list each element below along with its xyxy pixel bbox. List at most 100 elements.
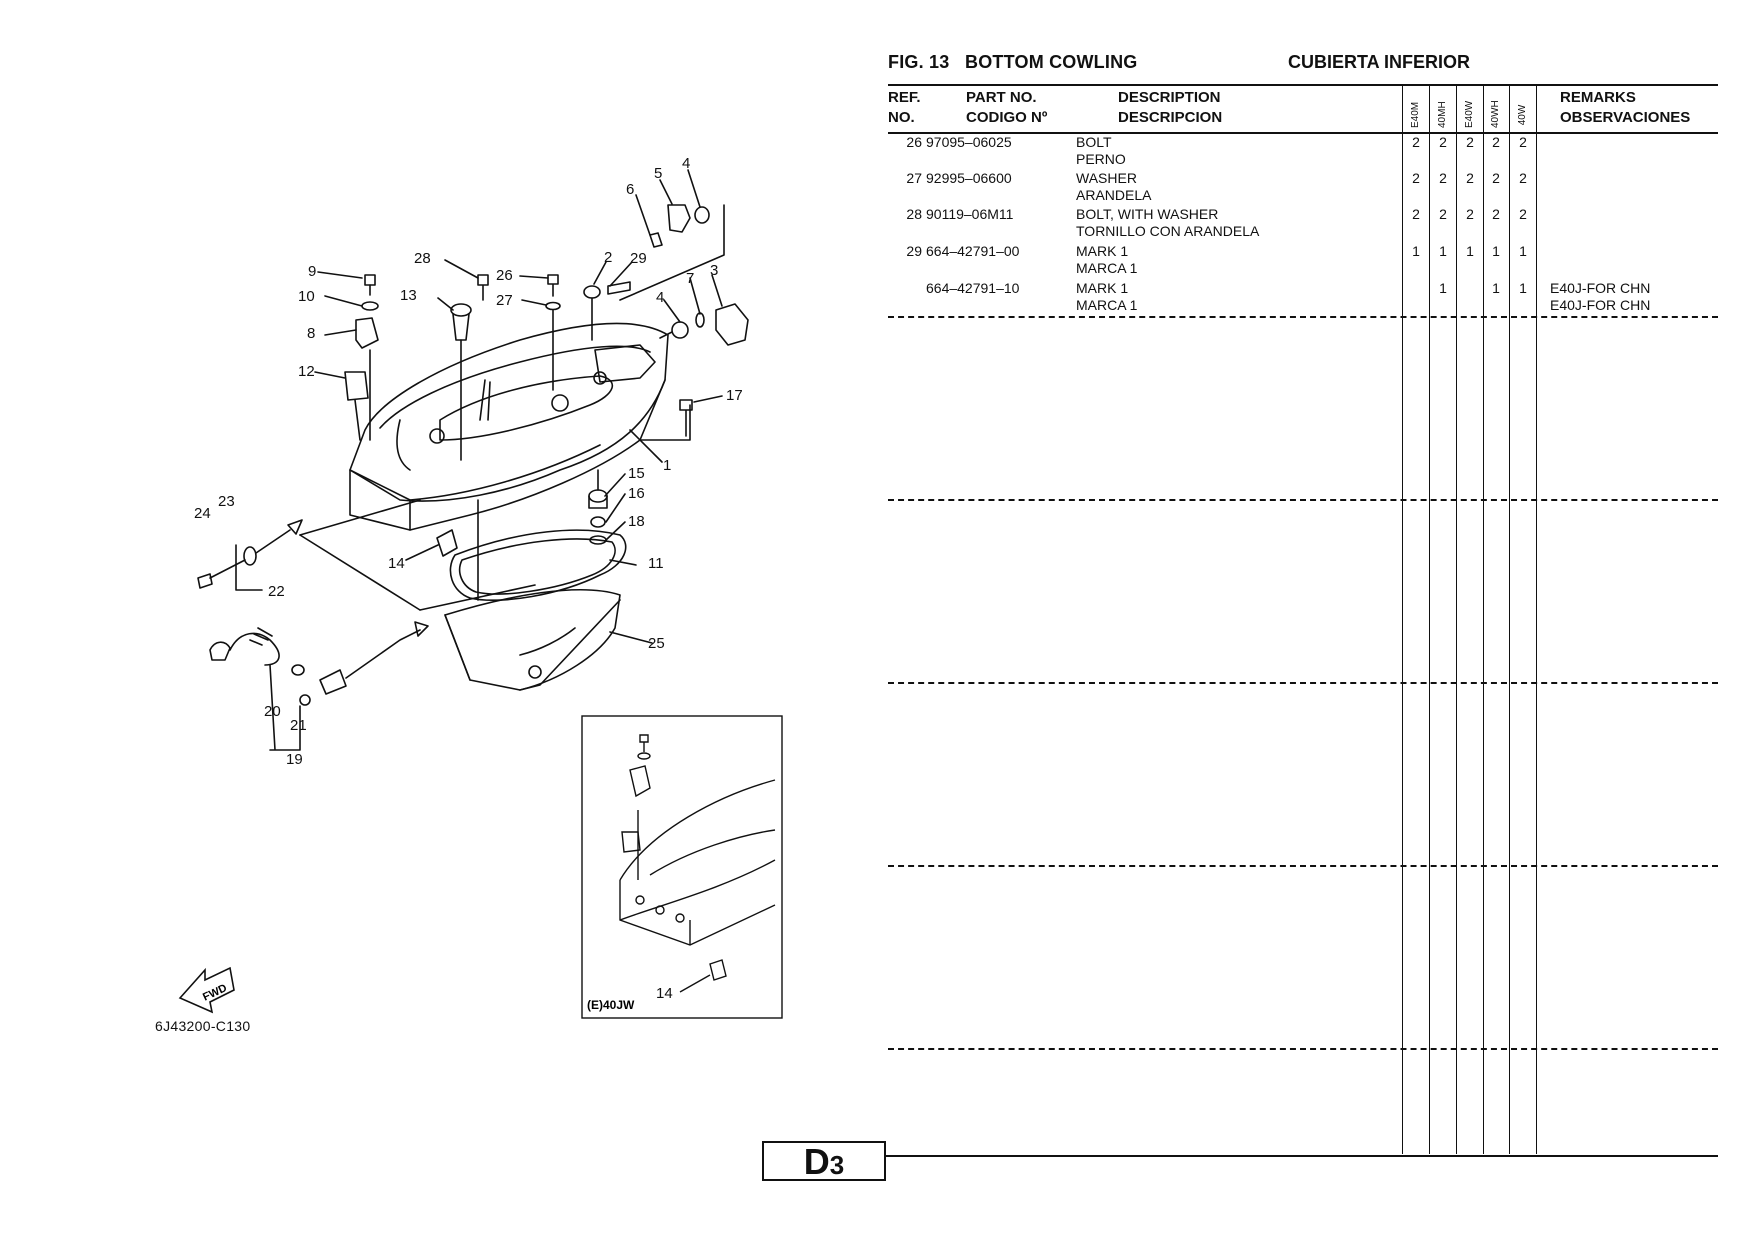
callout-19: 19 [286,751,303,768]
figure-header: FIG. 13 BOTTOM COWLING CUBIERTA INFERIOR [888,52,1718,82]
part-12-block [344,371,369,401]
callout-4-mid: 4 [656,289,664,306]
callout-22: 22 [268,583,285,600]
callout-29: 29 [630,250,647,267]
row-qty: 2 [1412,134,1420,150]
header-remarks-es: OBSERVACIONES [1560,109,1691,126]
row-ref: 29 [906,243,922,259]
header-remarks: REMARKS OBSERVACIONES [1560,88,1690,128]
callout-3: 3 [710,262,718,279]
col-rule-1 [1402,84,1403,1154]
header-model-5: 40W [1517,104,1528,126]
figure-number: FIG. 13 [888,52,950,72]
row-qty: 2 [1519,206,1527,222]
row-ref: 26 [906,134,922,150]
row-qty: 1 [1466,243,1474,259]
callout-21: 21 [290,717,307,734]
header-part-no-en: PART NO. [966,89,1037,106]
row-qty: 2 [1439,206,1447,222]
callout-23: 23 [218,493,235,510]
col-rule-2 [1429,84,1430,1154]
col-rule-3 [1456,84,1457,1154]
grommet-13 [450,303,472,461]
row-qty: 1 [1439,243,1447,259]
footer-rule [886,1155,1718,1157]
page-number: 3 [829,1150,845,1180]
row-qty: 2 [1412,206,1420,222]
row-ref: 28 [906,206,922,222]
header-remarks-en: REMARKS [1560,89,1636,106]
row-qty: 2 [1519,170,1527,186]
tray-25 [444,588,621,691]
callout-26: 26 [496,267,513,284]
inset-diagram: (E)40JW 14 [581,715,783,1019]
callout-6: 6 [626,181,634,198]
dashed-separator [888,1048,1718,1050]
dashed-separator [888,499,1718,501]
row-qty: 1 [1439,280,1447,296]
col-rule-6 [1536,84,1537,1154]
page-letter: D [803,1141,830,1182]
bolt-stack-left [355,274,379,441]
header-model-4: 40WH [1490,100,1501,128]
callout-27: 27 [496,292,513,309]
row-part-no: 664–42791–00 [926,243,1020,259]
callout-5: 5 [654,165,662,182]
row-part-no: 97095–06025 [926,134,1012,150]
row-qty: 2 [1439,170,1447,186]
callout-8: 8 [307,325,315,342]
dashed-separator [888,682,1718,684]
callout-12: 12 [298,363,315,380]
dashed-separator [888,865,1718,867]
callout-20: 20 [264,703,281,720]
col-rule-5 [1509,84,1510,1154]
col-rule-4 [1483,84,1484,1154]
row-qty: 1 [1519,280,1527,296]
callout-28: 28 [414,250,431,267]
row-qty: 2 [1492,134,1500,150]
row-qty: 2 [1439,134,1447,150]
table-top-rule [888,84,1718,86]
callout-25: 25 [648,635,665,652]
callout-11: 11 [648,555,664,572]
bottom-cowling-part [349,322,669,531]
row-qty: 2 [1412,170,1420,186]
header-part-no: PART NO. CODIGO Nº [966,88,1047,128]
kill-switch-assembly [209,621,429,751]
header-description-en: DESCRIPTION [1118,89,1221,106]
header-description: DESCRIPTION DESCRIPCION [1118,88,1222,128]
callout-14: 14 [388,555,405,572]
callout-10: 10 [298,288,315,305]
figure-title-es: CUBIERTA INFERIOR [1288,52,1470,72]
row-part-no: 90119–06M11 [926,206,1014,222]
row-qty: 1 [1519,243,1527,259]
row-qty: 2 [1492,170,1500,186]
callout-16: 16 [628,485,645,502]
header-ref-en: REF. [888,89,921,106]
row-qty: 2 [1519,134,1527,150]
callout-4-top: 4 [682,155,690,172]
row-part-no: 664–42791–10 [926,280,1020,296]
header-part-no-es: CODIGO Nº [966,109,1048,126]
callout-1: 1 [663,457,671,474]
row-qty: 2 [1466,134,1474,150]
callout-2: 2 [604,249,612,266]
table-header-rule [888,132,1718,134]
inset-label: (E)40JW [587,998,635,1012]
header-ref: REF. NO. [888,88,921,128]
figure-title: FIG. 13 BOTTOM COWLING [888,52,1137,73]
header-ref-no: NO. [888,109,915,126]
cable-assembly [197,519,303,591]
header-model-2: 40MH [1437,101,1448,128]
fwd-arrow-icon: FWD [178,966,235,1014]
diagram-svg: 9 10 8 12 13 28 26 27 2 29 6 5 4 3 7 4 1… [178,155,783,1019]
inset-callout-14: 14 [656,985,673,1002]
